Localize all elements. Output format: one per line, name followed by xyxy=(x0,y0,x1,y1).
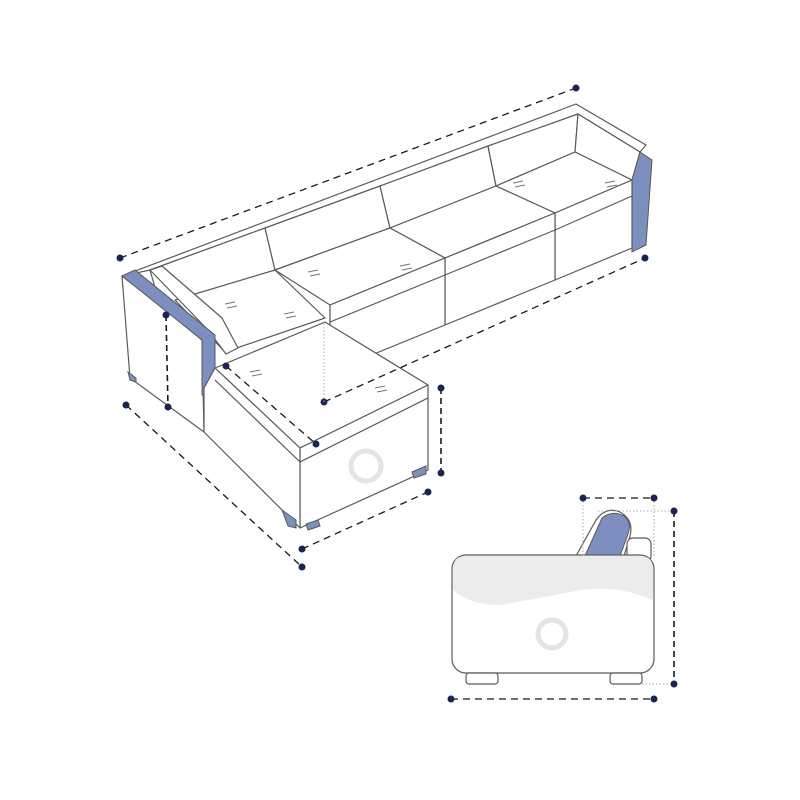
arm-height-line xyxy=(165,314,169,408)
chaise-length-line xyxy=(125,404,303,568)
side-panel-shade xyxy=(453,556,653,605)
dimension-lines-side xyxy=(447,494,678,703)
brand-logo-icon xyxy=(348,448,384,484)
seat-front-2 xyxy=(329,257,446,323)
backrest-accent xyxy=(584,512,630,557)
foot-left-back xyxy=(127,370,137,383)
foot-front-left xyxy=(280,508,297,529)
overall-length-line xyxy=(119,87,577,259)
side-foot-left xyxy=(465,672,499,685)
overall-depth-line xyxy=(323,257,646,403)
stitch-marks xyxy=(224,180,618,393)
side-foot-right xyxy=(609,672,643,685)
isometric-view xyxy=(116,84,653,571)
foot-front-mid xyxy=(305,519,321,531)
foot-front-right xyxy=(411,465,427,479)
chaise-side-lip xyxy=(214,379,301,463)
side-profile-view xyxy=(447,494,678,703)
side-brand-logo-icon xyxy=(535,617,569,651)
chaise-width-line xyxy=(225,365,317,445)
chaise-side xyxy=(203,367,301,529)
dimension-lines-iso xyxy=(116,84,649,571)
right-armrest-accent xyxy=(631,151,653,253)
